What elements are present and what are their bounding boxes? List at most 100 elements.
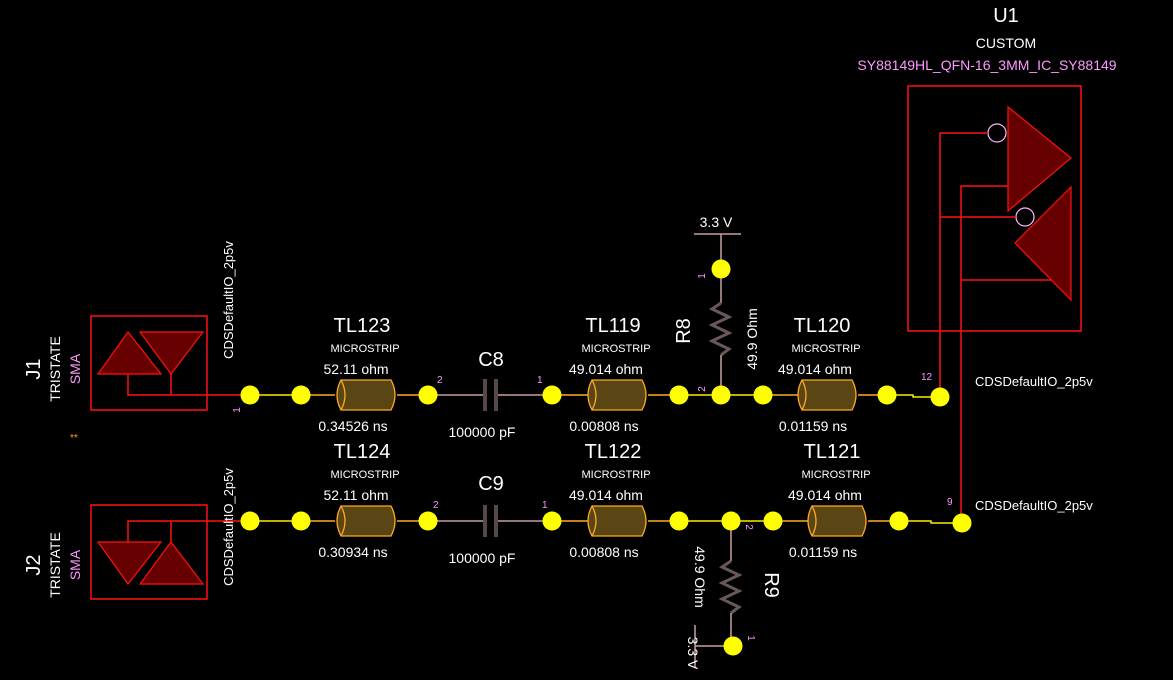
capacitor-plate	[483, 505, 487, 537]
tl124-kind: MICROSTRIP	[330, 469, 399, 481]
c9-pin-right: 1	[542, 500, 548, 511]
wire	[887, 394, 940, 398]
tl122-labels[interactable]: TL122 MICROSTRIP 49.014 ohm 0.00808 ns	[569, 441, 651, 560]
junction-node[interactable]	[542, 511, 562, 531]
transmission-line-body-tl120[interactable]	[797, 379, 857, 411]
tl120-delay: 0.01159 ns	[779, 418, 847, 434]
junction-node[interactable]	[669, 385, 689, 405]
u1-internal-wire	[960, 185, 1008, 523]
ic-u1[interactable]: U1 CUSTOM SY88149HL_QFN-16_3MM_IC_SY8814…	[857, 5, 1117, 523]
capacitor-c9[interactable]: C9 100000 pF 1	[449, 473, 548, 566]
marker-asterisks: **	[70, 433, 78, 444]
tl119-delay: 0.00808 ns	[569, 418, 638, 434]
u1-pin-9: 9	[947, 497, 953, 508]
buffer-triangle-icon	[1014, 185, 1072, 302]
connector-j1-lead	[127, 374, 250, 396]
r9-pin-bottom: 1	[745, 635, 756, 641]
tl122-delay: 0.00808 ns	[569, 544, 638, 560]
u1-part-number: SY88149HL_QFN-16_3MM_IC_SY88149	[857, 57, 1116, 73]
resistor-r9[interactable]: 3.3 V R9 49.9 Ohm 2 1	[685, 521, 782, 670]
junction-node[interactable]	[291, 511, 311, 531]
u1-body	[907, 85, 1082, 332]
u1-ref: U1	[993, 5, 1019, 27]
u1-pin-12: 12	[921, 372, 933, 383]
transmission-line-end-cap	[591, 505, 597, 537]
u1-model: CUSTOM	[976, 35, 1036, 51]
capacitor-c8[interactable]: C8 100000 pF 1	[449, 349, 543, 440]
u1-internal-wire	[939, 132, 988, 397]
tl121-ref: TL121	[804, 441, 861, 463]
tl123-labels[interactable]: TL123 MICROSTRIP 52.11 ohm 0.34526 ns 2	[318, 315, 443, 434]
transmission-line-bodies	[336, 379, 867, 537]
transmission-line-body-tl123[interactable]	[336, 379, 396, 411]
junction-node[interactable]	[723, 636, 743, 656]
junction-node[interactable]	[291, 385, 311, 405]
transmission-line-end-cap	[340, 505, 346, 537]
tl124-delay: 0.30934 ns	[318, 544, 387, 560]
transmission-line-body-tl122[interactable]	[587, 505, 647, 537]
tl124-pin: 2	[433, 500, 439, 511]
junction-node[interactable]	[930, 387, 950, 407]
junction-node[interactable]	[721, 511, 741, 531]
tl120-ref: TL120	[794, 315, 851, 337]
junction-nodes	[240, 259, 972, 656]
tl124-ref: TL124	[334, 441, 391, 463]
tl124-labels[interactable]: TL124 MICROSTRIP 52.11 ohm 0.30934 ns 2	[318, 441, 439, 560]
tl123-delay: 0.34526 ns	[318, 418, 387, 434]
resistor-zigzag-icon	[708, 301, 733, 357]
tl123-kind: MICROSTRIP	[330, 343, 399, 355]
capacitor-plate	[494, 505, 498, 537]
junction-node[interactable]	[418, 385, 438, 405]
r9-pin-top: 2	[743, 524, 754, 530]
r8-pin-top: 1	[697, 273, 708, 279]
transmission-line-body-tl124[interactable]	[336, 505, 396, 537]
c9-ref: C9	[478, 473, 504, 495]
resistor-r8[interactable]: 3.3 V R8 49.9 Ohm 1 2	[673, 214, 760, 395]
tl121-kind: MICROSTRIP	[801, 469, 870, 481]
transmission-line-end-cap	[340, 379, 346, 411]
tl123-ref: TL123	[334, 315, 391, 337]
r8-ref: R8	[673, 318, 695, 344]
junction-node[interactable]	[763, 511, 783, 531]
junction-node[interactable]	[542, 385, 562, 405]
junction-node[interactable]	[669, 511, 689, 531]
antenna-triangle-icon	[138, 540, 205, 585]
antenna-triangle-icon	[96, 330, 163, 375]
r8-supply: 3.3 V	[700, 214, 733, 230]
tl119-kind: MICROSTRIP	[581, 343, 650, 355]
connector-j2-ref: J2	[23, 554, 45, 575]
wire	[899, 520, 962, 524]
transmission-line-body-tl121[interactable]	[807, 505, 867, 537]
tl120-impedance: 49.014 ohm	[778, 361, 852, 377]
junction-node[interactable]	[889, 511, 909, 531]
junction-node[interactable]	[418, 511, 438, 531]
connector-j1[interactable]: J1 TRISTATE SMA CDSDefaultIO_2p5v 1	[23, 241, 250, 413]
tl119-labels[interactable]: TL119 MICROSTRIP 49.014 ohm 0.00808 ns	[569, 315, 651, 434]
buffer-triangle-icon	[1007, 105, 1072, 213]
tl121-labels[interactable]: TL121 MICROSTRIP 49.014 ohm 0.01159 ns	[788, 441, 871, 560]
tl123-impedance: 52.11 ohm	[323, 361, 388, 377]
junction-node[interactable]	[711, 259, 731, 279]
transmission-line-body-tl119[interactable]	[587, 379, 647, 411]
u1-pin-12-net: CDSDefaultIO_2p5v	[975, 374, 1093, 389]
connector-j2[interactable]: J2 TRISTATE SMA CDSDefaultIO_2p5v	[23, 468, 250, 600]
junction-node[interactable]	[753, 385, 773, 405]
junction-node[interactable]	[952, 513, 972, 533]
tl123-pin: 2	[437, 375, 443, 386]
tl122-impedance: 49.014 ohm	[569, 487, 643, 503]
tl121-delay: 0.01159 ns	[789, 544, 857, 560]
transmission-line-end-cap	[801, 379, 807, 411]
junction-node[interactable]	[240, 511, 260, 531]
resistor-zigzag-icon	[718, 559, 743, 615]
junction-node[interactable]	[711, 385, 731, 405]
connector-j2-model: TRISTATE	[47, 532, 63, 598]
tl120-labels[interactable]: TL120 MICROSTRIP 49.014 ohm 0.01159 ns	[778, 315, 861, 434]
junction-node[interactable]	[240, 385, 260, 405]
c8-pin-right: 1	[537, 375, 543, 386]
junction-node[interactable]	[877, 385, 897, 405]
connector-j1-model: TRISTATE	[47, 336, 63, 402]
r8-value: 49.9 Ohm	[744, 308, 760, 369]
r9-value: 49.9 Ohm	[692, 546, 708, 607]
tl119-ref: TL119	[585, 315, 640, 337]
